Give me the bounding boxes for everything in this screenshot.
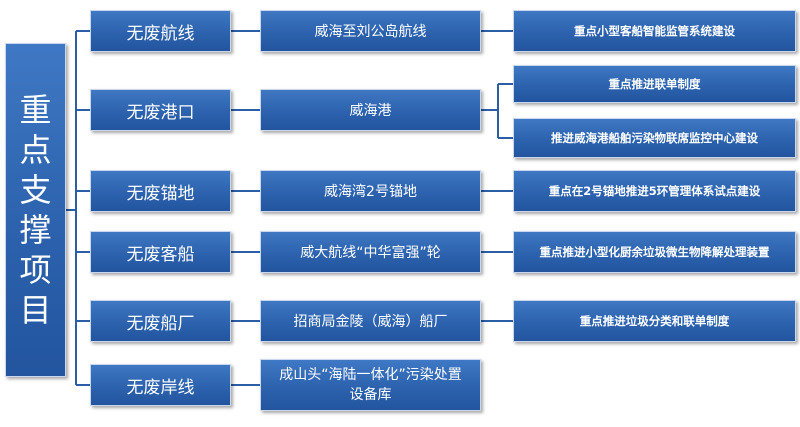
- task-node: 重点推进联单制度: [513, 65, 796, 103]
- category-node: 无废航线: [90, 10, 231, 52]
- project-node: 威海至刘公岛航线: [260, 10, 481, 52]
- root-node: 重 点 支 撑 项 目: [5, 43, 66, 377]
- category-node: 无废岸线: [90, 364, 231, 406]
- root-char: 撑: [19, 211, 52, 249]
- project-node: 招商局金陵（威海）船厂: [260, 300, 481, 342]
- project-node: 成山头“海陆一体化”污染处置设备库: [260, 359, 481, 411]
- project-node: 威海湾2号锚地: [260, 170, 481, 212]
- task-node: 重点推进垃圾分类和联单制度: [513, 300, 796, 342]
- root-char: 支: [19, 171, 52, 209]
- task-node: 重点推进小型化厨余垃圾微生物降解处理装置: [513, 231, 796, 273]
- root-char: 目: [19, 291, 52, 329]
- root-char: 重: [19, 91, 52, 129]
- task-node: 推进威海港船舶污染物联席监控中心建设: [513, 118, 796, 158]
- task-node: 重点小型客船智能监管系统建设: [513, 10, 796, 52]
- category-node: 无废港口: [90, 89, 231, 131]
- category-node: 无废锚地: [90, 170, 231, 212]
- category-node: 无废船厂: [90, 300, 231, 342]
- root-char: 项: [19, 251, 52, 289]
- project-node: 威大航线“中华富强”轮: [260, 231, 481, 273]
- task-node: 重点在2号锚地推进5环管理体系试点建设: [513, 170, 796, 212]
- project-node: 威海港: [260, 89, 481, 131]
- root-char: 点: [19, 131, 52, 169]
- category-node: 无废客船: [90, 231, 231, 273]
